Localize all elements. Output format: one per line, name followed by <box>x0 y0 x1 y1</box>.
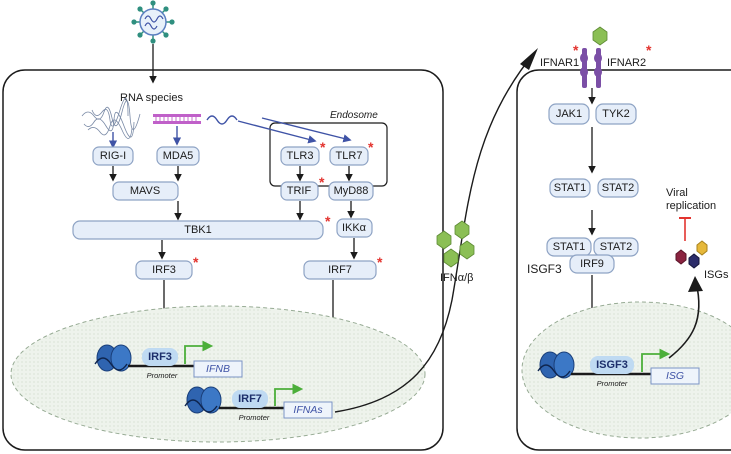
stat2-complex-node: STAT2 <box>593 237 639 257</box>
dna-nucleosome-icon <box>94 344 132 372</box>
svg-text:STAT2: STAT2 <box>602 182 635 194</box>
star-tlr7: * <box>368 139 374 155</box>
svg-text:IRF7: IRF7 <box>328 264 352 276</box>
stat1-node: STAT1 <box>549 178 591 198</box>
star-tlr3: * <box>320 139 326 155</box>
dsrna-icon <box>153 114 201 124</box>
ifnb-gene: IFNB <box>193 360 243 378</box>
rna-species-label: RNA species <box>120 92 183 104</box>
mda5-node: MDA5 <box>156 146 200 166</box>
star-trif: * <box>319 174 325 190</box>
svg-text:IKKα: IKKα <box>342 222 367 234</box>
isgf3-label: ISGF3 <box>527 262 562 276</box>
star-ifnar2: * <box>646 42 652 58</box>
svg-text:TYK2: TYK2 <box>602 108 630 120</box>
ifn-label: IFNα/β <box>440 272 473 284</box>
isg-export-path <box>668 281 700 359</box>
tlr3-node: TLR3 <box>280 146 320 166</box>
svg-text:STAT1: STAT1 <box>553 241 586 253</box>
isgs-label: ISGs <box>704 269 729 281</box>
myd88-node: MyD88 <box>328 181 374 201</box>
transcription-arrow-ifnas <box>274 383 304 406</box>
svg-text:STAT2: STAT2 <box>600 241 633 253</box>
stat1-complex-node: STAT1 <box>546 237 592 257</box>
isgf3-tf-badge: ISGF3 <box>590 356 634 374</box>
promoter-label-ifnb: Promoter <box>147 371 178 380</box>
ifnar1-label: IFNAR1 <box>540 57 579 69</box>
isg-export-arrowhead <box>688 276 703 292</box>
rna-to-tlr3-arrow <box>237 120 317 144</box>
tyk2-node: TYK2 <box>595 103 637 125</box>
dna-nucleosome-icon-3 <box>537 351 575 379</box>
svg-text:TLR7: TLR7 <box>336 150 363 162</box>
irf3-node: IRF3 <box>135 260 193 280</box>
irf7-tf-badge: IRF7 <box>232 390 268 408</box>
ifnar-receptor-icon <box>580 48 602 88</box>
transcription-arrow-ifnb <box>184 340 214 364</box>
ifn-secretion-path <box>334 51 536 413</box>
rig-i-node: RIG-I <box>92 146 134 166</box>
svg-text:MDA5: MDA5 <box>163 150 194 162</box>
svg-text:IFNB: IFNB <box>206 363 230 375</box>
ifn-ligand-icon <box>592 26 608 46</box>
svg-text:STAT1: STAT1 <box>554 182 587 194</box>
promoter-label-isg: Promoter <box>597 379 628 388</box>
tbk1-node: TBK1 <box>72 220 324 240</box>
transcription-arrow-isg <box>641 348 671 372</box>
promoter-label-ifnas: Promoter <box>239 413 270 422</box>
svg-text:MAVS: MAVS <box>130 185 160 197</box>
ifn-protein-icon <box>436 220 475 268</box>
svg-text:IRF7: IRF7 <box>238 393 262 405</box>
star-tbk1: * <box>325 213 331 229</box>
irf3-tf-badge: IRF3 <box>142 348 178 366</box>
irf7-node: IRF7 <box>303 260 377 280</box>
svg-text:MyD88: MyD88 <box>334 185 369 197</box>
svg-text:TBK1: TBK1 <box>184 224 212 236</box>
ikka-node: IKKα <box>336 218 373 238</box>
svg-text:JAK1: JAK1 <box>556 108 582 120</box>
svg-text:IRF9: IRF9 <box>580 258 604 270</box>
svg-text:ISG: ISG <box>666 370 684 382</box>
viral-replication-label-2: replication <box>666 200 716 212</box>
ssrna-wave-icon <box>206 115 238 125</box>
svg-text:TRIF: TRIF <box>287 185 312 197</box>
endosome-label: Endosome <box>330 110 378 121</box>
svg-text:ISGF3: ISGF3 <box>596 359 628 371</box>
svg-text:IFNAs: IFNAs <box>293 404 323 416</box>
mavs-node: MAVS <box>112 181 179 201</box>
stat2-node: STAT2 <box>597 178 639 198</box>
isg-gene: ISG <box>650 367 700 385</box>
viral-replication-label-1: Viral <box>666 187 688 199</box>
star-irf7: * <box>377 254 383 270</box>
star-irf3: * <box>193 254 199 270</box>
endosome-box <box>269 122 388 187</box>
isg-protein-icon <box>675 240 708 269</box>
virus-icon <box>131 0 175 44</box>
dna-nucleosome-icon-2 <box>184 386 222 414</box>
irf9-node: IRF9 <box>569 254 615 274</box>
trif-node: TRIF <box>280 181 319 201</box>
ifnar2-label: IFNAR2 <box>607 57 646 69</box>
star-ifnar1: * <box>573 42 579 58</box>
ifn-secretion-arrowhead <box>520 48 538 70</box>
rna-tangle-icon <box>81 98 141 139</box>
svg-text:RIG-I: RIG-I <box>100 150 126 162</box>
svg-text:IRF3: IRF3 <box>152 264 176 276</box>
jak1-node: JAK1 <box>548 103 590 125</box>
tlr7-node: TLR7 <box>329 146 369 166</box>
svg-text:TLR3: TLR3 <box>287 150 314 162</box>
rna-to-tlr7-arrow <box>261 117 352 143</box>
ifnas-gene: IFNAs <box>283 401 333 419</box>
svg-text:IRF3: IRF3 <box>148 351 172 363</box>
